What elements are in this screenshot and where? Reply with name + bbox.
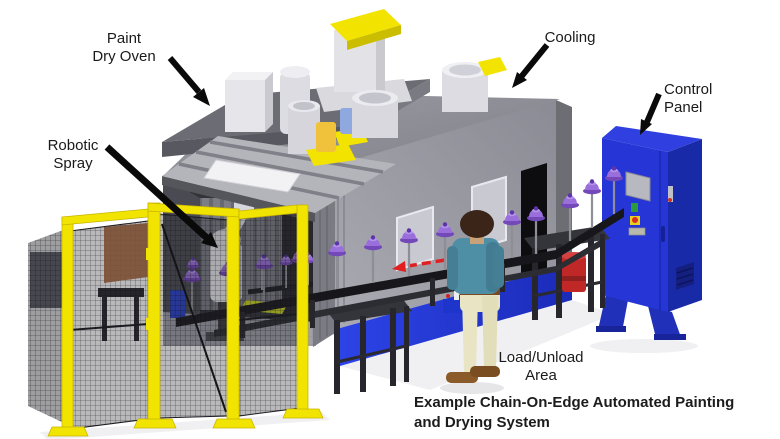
operator <box>446 210 504 383</box>
paint-dry-oven-arrow-icon <box>167 56 210 106</box>
shoe <box>470 366 500 377</box>
cage-posts <box>47 202 324 437</box>
label-robotic-spray: Robotic Spray <box>47 137 99 172</box>
control-panel-arrow-icon <box>640 92 662 135</box>
cooling-arrow-icon <box>512 43 550 88</box>
yellow-motor <box>316 122 336 152</box>
door-handle <box>661 226 665 242</box>
operator-head <box>460 210 494 238</box>
cooling-vents <box>288 57 507 166</box>
start-button <box>631 203 638 212</box>
label-load-unload: Load/Unload Area <box>498 349 584 384</box>
label-arrows <box>104 43 662 248</box>
label-control-panel: Control Panel <box>664 81 713 116</box>
caption: Example Chain-On-Edge Automated Painting… <box>414 394 735 431</box>
control-panel-cabinet <box>596 126 702 340</box>
cage-panel-rust <box>104 223 148 283</box>
safety-cage <box>28 202 324 437</box>
robotic-spray-arrow-icon <box>104 144 218 248</box>
label-paint-dry-oven: Paint Dry Oven <box>92 30 156 65</box>
control-panel-screen <box>625 171 651 202</box>
conveyor-stand <box>326 298 412 394</box>
shoe <box>446 372 478 383</box>
label-cooling: Cooling <box>544 29 596 46</box>
estop-button <box>632 217 638 223</box>
